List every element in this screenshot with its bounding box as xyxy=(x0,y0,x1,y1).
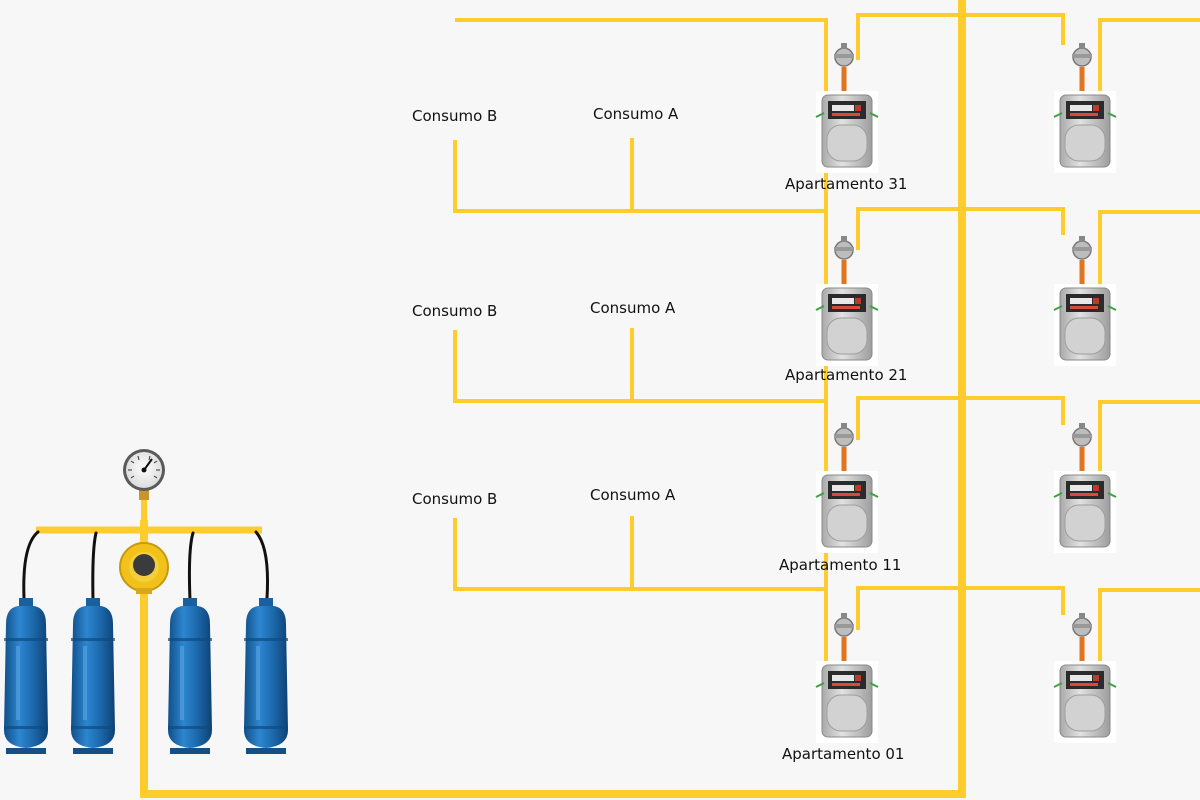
gas-cylinder-icon xyxy=(4,598,48,754)
meter-valve-icon xyxy=(834,613,854,663)
label-consumo-b-31: Consumo B xyxy=(412,107,497,125)
gas-meter-icon xyxy=(1053,91,1117,173)
right-branch-11 xyxy=(964,396,1065,425)
pressure-regulator-icon xyxy=(119,542,169,594)
right-branch-21 xyxy=(964,207,1065,235)
hose-2 xyxy=(91,531,98,602)
branch-21-consumers xyxy=(453,330,828,403)
right-return-01 xyxy=(1098,588,1200,668)
meter-station-21 xyxy=(815,236,879,366)
right-return-11 xyxy=(1098,400,1200,478)
meters-right-column xyxy=(1053,43,1117,743)
hose-3 xyxy=(187,531,195,602)
gas-cylinder-icon xyxy=(168,598,212,754)
meter-station-right-21 xyxy=(1053,236,1117,366)
meter-valve-icon xyxy=(834,43,854,93)
floor-labels: Consumo B Consumo A Apartamento 31 Consu… xyxy=(412,105,907,763)
label-consumo-a-21: Consumo A xyxy=(590,299,676,317)
meter-station-01 xyxy=(815,613,879,743)
gas-cylinders xyxy=(4,598,288,754)
label-apartamento-31: Apartamento 31 xyxy=(785,175,907,193)
right-branch-31 xyxy=(964,13,1065,45)
branch-21-riser-feed xyxy=(856,207,964,250)
central-gas-station xyxy=(4,449,288,754)
right-return-21 xyxy=(1098,210,1200,290)
branch-11-riser-feed xyxy=(856,396,964,440)
floor-branch-pipes xyxy=(453,13,964,665)
gas-meter-icon xyxy=(1053,471,1117,553)
gas-meter-icon xyxy=(815,284,879,366)
branch-31-feed xyxy=(856,13,964,60)
label-consumo-b-11: Consumo B xyxy=(412,490,497,508)
meter-valve-icon xyxy=(1072,423,1092,473)
pressure-gauge-icon xyxy=(123,449,165,500)
gas-cylinder-icon xyxy=(71,598,115,754)
hose-4 xyxy=(254,530,269,600)
right-return-31 xyxy=(1098,18,1200,95)
meter-valve-icon xyxy=(834,423,854,473)
meter-station-right-11 xyxy=(1053,423,1117,553)
branch-11-consumers xyxy=(453,518,828,591)
meter-station-right-31 xyxy=(1053,43,1117,173)
meter-valve-icon xyxy=(1072,43,1092,93)
gas-meter-icon xyxy=(815,661,879,743)
gas-meter-icon xyxy=(1053,661,1117,743)
meter-valve-icon xyxy=(1072,613,1092,663)
meters-left-column xyxy=(815,43,879,743)
branch-31-consumers xyxy=(453,140,828,213)
gas-cylinder-icon xyxy=(244,598,288,754)
label-consumo-a-31: Consumo A xyxy=(593,105,679,123)
meter-valve-icon xyxy=(1072,236,1092,286)
label-apartamento-01: Apartamento 01 xyxy=(782,745,904,763)
label-apartamento-11: Apartamento 11 xyxy=(779,556,901,574)
label-apartamento-21: Apartamento 21 xyxy=(785,366,907,384)
right-branch-pipes xyxy=(964,13,1200,668)
meter-station-11 xyxy=(815,423,879,553)
gas-meter-icon xyxy=(815,91,879,173)
bottom-supply-line xyxy=(140,520,962,798)
label-consumo-b-21: Consumo B xyxy=(412,302,497,320)
meter-station-31 xyxy=(815,43,879,173)
branch-31-top xyxy=(455,18,828,95)
branch-01-riser-feed xyxy=(856,586,964,630)
gas-meter-icon xyxy=(1053,284,1117,366)
meter-valve-icon xyxy=(834,236,854,286)
gas-meter-icon xyxy=(815,471,879,553)
label-consumo-a-11: Consumo A xyxy=(590,486,676,504)
right-branch-01 xyxy=(964,586,1065,615)
meter-station-right-01 xyxy=(1053,613,1117,743)
hose-1 xyxy=(22,530,40,600)
